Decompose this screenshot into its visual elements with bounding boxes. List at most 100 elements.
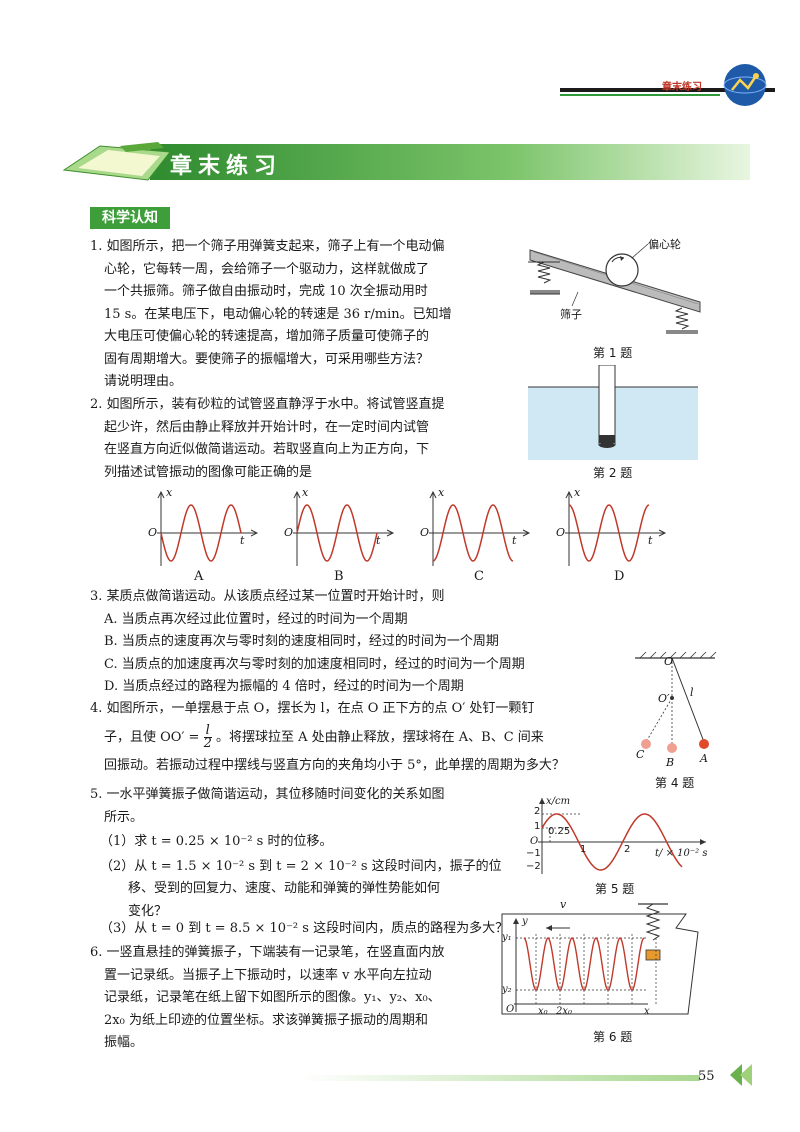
q6-line: 2x₀ 为纸上印迹的位置坐标。求该弹簧振子振动的周期和 bbox=[104, 1012, 428, 1028]
fig1-wheel-label: 偏心轮 bbox=[648, 238, 681, 251]
q4-line2-post: 。将摆球拉至 A 处由静止释放，摆球将在 A、B、C 间来 bbox=[216, 729, 544, 745]
q1-line: 请说明理由。 bbox=[104, 374, 183, 389]
fig1-sieve-label: 筛子 bbox=[560, 308, 582, 321]
question-3: 3. 某质点做简谐运动。从该质点经过某一位置时开始计时，则 A. 当质点再次经过… bbox=[90, 586, 650, 699]
fig6-caption: 第 6 题 bbox=[593, 1030, 633, 1044]
q2-option-A: A bbox=[194, 569, 204, 584]
fig6-y2: y₂ bbox=[502, 984, 512, 995]
fig2-caption: 第 2 题 bbox=[593, 466, 633, 480]
fig5-curve bbox=[541, 813, 683, 871]
q2-axes-A bbox=[157, 490, 259, 566]
globe-logo-icon bbox=[723, 64, 767, 106]
fig6-y1: y₁ bbox=[502, 932, 512, 943]
page-chevron-icon bbox=[730, 1064, 752, 1086]
question-1: 1. 如图所示，把一个筛子用弹簧支起来，筛子上有一个电动偏 心轮，它每转一周，会… bbox=[90, 236, 510, 394]
question-4: 4. 如图所示，一单摆悬于点 O，摆长为 l，在点 O 正下方的点 O′ 处钉一… bbox=[90, 698, 630, 777]
fig1-caption: 第 1 题 bbox=[593, 346, 633, 360]
q6-line: 记录纸，记录笔在纸上留下如图所示的图像。y₁、y₂、x₀、 bbox=[104, 990, 441, 1005]
q2-curve-B bbox=[296, 504, 378, 562]
q2C-x-label: x bbox=[438, 486, 445, 499]
fig4-A: A bbox=[700, 752, 708, 765]
q3-option: C. 当质点的加速度再次与零时刻的加速度相同时，经过的时间为一个周期 bbox=[104, 656, 525, 672]
q2-graph-D bbox=[565, 490, 667, 566]
fig5-caption: 第 5 题 bbox=[595, 882, 635, 896]
fig6-y: y bbox=[522, 916, 528, 927]
q5-sub2c: 变化？ bbox=[128, 903, 168, 919]
figure-2-test-tube bbox=[528, 365, 698, 460]
header-rule bbox=[560, 88, 775, 92]
q2-axes-D bbox=[565, 490, 667, 566]
page-number: 55 bbox=[698, 1069, 715, 1084]
fig4-caption: 第 4 题 bbox=[655, 776, 695, 790]
figure-1-sieve bbox=[528, 243, 701, 334]
q2B-origin: O bbox=[284, 526, 294, 539]
question-6: 6. 一竖直悬挂的弹簧振子，下端装有一记录笔，在竖直面内放 置一记录纸。当振子上… bbox=[90, 942, 510, 1055]
q1-line: 心轮，它每转一周，会给筛子一个驱动力，这样就做成了 bbox=[104, 261, 430, 277]
chapter-title: 章末练习 bbox=[170, 154, 283, 179]
q2-line: 2. 如图所示，装有砂粒的试管竖直静浮于水中。将试管竖直提 bbox=[90, 397, 445, 412]
chapter-banner bbox=[62, 142, 750, 181]
header-chapter-label: 章末练习 bbox=[662, 82, 702, 93]
q1-line: 15 s。在某电压下，电动偏心轮的转速是 36 r/min。已知增 bbox=[104, 306, 452, 322]
fig4-B: B bbox=[666, 756, 675, 769]
fig5-tick-1: 1 bbox=[534, 821, 541, 832]
q4-frac-den: 2 bbox=[203, 735, 212, 751]
q2-curve-C bbox=[432, 504, 514, 562]
q2D-origin: O bbox=[556, 526, 566, 539]
q2D-t-label: t bbox=[648, 534, 653, 547]
q5-sub3: （3）从 t = 0 到 t = 8.5 × 10⁻² s 这段时间内，质点的路… bbox=[100, 921, 509, 936]
fig6-2x0: 2x₀ bbox=[556, 1006, 573, 1017]
q3-option: B. 当质点的速度再次与零时刻的速度相同时，经过的时间为一个周期 bbox=[104, 634, 499, 649]
q2-line: 起少许，然后由静止释放并开始计时，在一定时间内试管 bbox=[104, 419, 430, 435]
fig4-O: O bbox=[664, 655, 674, 668]
q2A-t-label: t bbox=[240, 534, 245, 547]
q2-option-C: C bbox=[474, 569, 484, 584]
q2C-origin: O bbox=[420, 526, 430, 539]
q5-sub2b: 移、受到的回复力、速度、动能和弹簧的弹性势能如何 bbox=[128, 881, 441, 896]
q2-option-B: B bbox=[334, 569, 344, 584]
q1-line: 一个共振筛。筛子做自由振动时，完成 10 次全振动用时 bbox=[104, 284, 428, 299]
fig6-x: x bbox=[644, 1006, 650, 1017]
q6-line: 6. 一竖直悬挂的弹簧振子，下端装有一记录笔，在竖直面内放 bbox=[90, 945, 445, 960]
q5-sub2a: （2）从 t = 1.5 × 10⁻² s 到 t = 2 × 10⁻² s 这… bbox=[100, 858, 502, 874]
q1-line: 固有周期增大。要使筛子的振幅增大，可采用哪些方法？ bbox=[104, 351, 430, 367]
fig6-O: O bbox=[506, 1004, 515, 1015]
q1-line: 1. 如图所示，把一个筛子用弹簧支起来，筛子上有一个电动偏 bbox=[90, 239, 445, 254]
q4-line1: 4. 如图所示，一单摆悬于点 O，摆长为 l，在点 O 正下方的点 O′ 处钉一… bbox=[90, 701, 535, 716]
q2B-t-label: t bbox=[376, 534, 381, 547]
fig4-O-prime: O′ bbox=[658, 692, 670, 705]
q2A-x-label: x bbox=[166, 486, 173, 499]
q6-line: 置一记录纸。当振子上下振动时，以速率 v 水平向左拉动 bbox=[104, 967, 432, 983]
q5-line: 5. 一水平弹簧振子做简谐运动，其位移随时间变化的关系如图 bbox=[90, 787, 445, 802]
figure-4-pendulum bbox=[635, 651, 717, 753]
fig4-C: C bbox=[636, 748, 645, 761]
fig5-xtick-2: 2 bbox=[624, 844, 631, 855]
fig5-ylabel: x/cm bbox=[546, 796, 571, 807]
q4-frac-num: l bbox=[203, 724, 212, 738]
fig5-mark: 0.25 bbox=[548, 826, 571, 837]
q2C-t-label: t bbox=[512, 534, 517, 547]
q6-line: 振幅。 bbox=[104, 1035, 144, 1050]
q2-axes-C bbox=[429, 490, 531, 566]
q2-graph-C bbox=[429, 490, 531, 566]
q5-sub1: （1）求 t = 0.25 × 10⁻² s 时的位移。 bbox=[100, 834, 333, 849]
q2-line: 列描述试管振动的图像可能正确的是 bbox=[104, 464, 313, 480]
fig6-v: v bbox=[560, 898, 567, 911]
q4-line3: 回振动。若振动过程中摆线与竖直方向的夹角均小于 5°，此单摆的周期为多大？ bbox=[104, 757, 565, 773]
question-2: 2. 如图所示，装有砂粒的试管竖直静浮于水中。将试管竖直提 起少许，然后由静止释… bbox=[90, 394, 510, 484]
q2-line: 在竖直方向近似做简谐运动。若取竖直向上为正方向，下 bbox=[104, 442, 430, 457]
header-accent-rule bbox=[560, 94, 720, 96]
q5-line: 所示。 bbox=[104, 809, 144, 825]
question-5: 5. 一水平弹簧振子做简谐运动，其位移随时间变化的关系如图 所示。 （1）求 t… bbox=[90, 784, 510, 923]
q2-graph-A bbox=[157, 490, 259, 566]
fig5-tick-m2: −2 bbox=[526, 861, 541, 872]
fig5-origin: O bbox=[530, 836, 539, 847]
q2-curve-A bbox=[160, 504, 242, 562]
figure-6-recorder bbox=[501, 903, 699, 1015]
fig5-xtick-1: 1 bbox=[580, 844, 587, 855]
q3-stem: 3. 某质点做简谐运动。从该质点经过某一位置时开始计时，则 bbox=[90, 589, 445, 604]
q2-curve-D bbox=[568, 504, 650, 562]
q2B-x-label: x bbox=[302, 486, 309, 499]
